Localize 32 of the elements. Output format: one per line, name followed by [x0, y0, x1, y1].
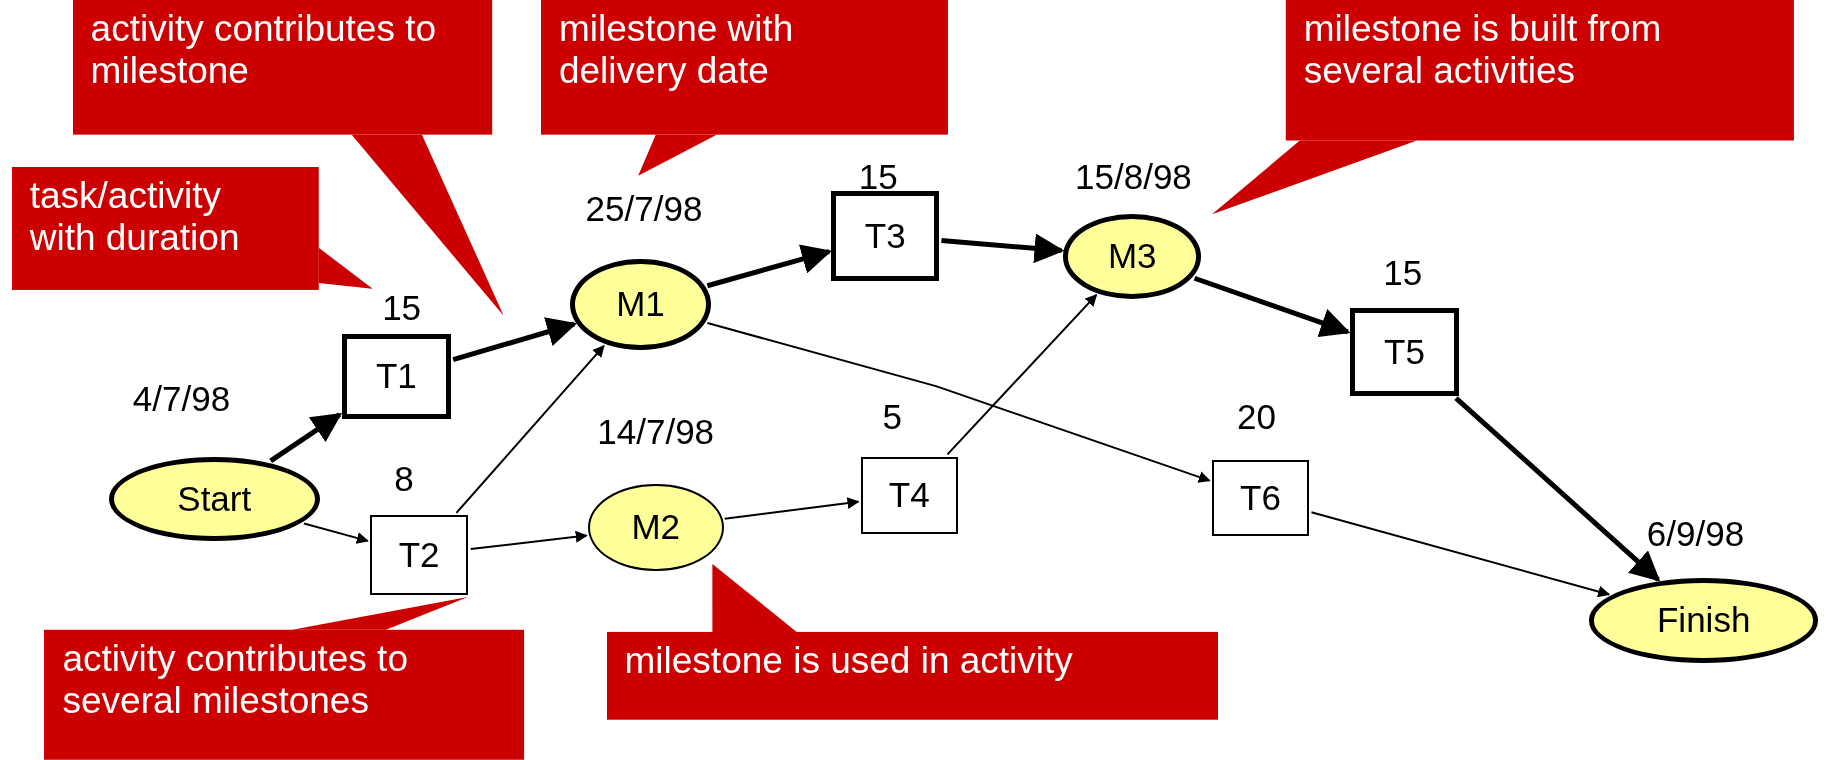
duration-label: 5: [882, 398, 902, 434]
duration-label: 15: [1383, 254, 1423, 290]
duration-label: 15: [382, 289, 422, 325]
task-box: T4: [860, 456, 958, 534]
milestone-ellipse: M3: [1063, 214, 1202, 299]
arrow: [469, 530, 588, 550]
task-box: T5: [1350, 307, 1459, 396]
arrow: [452, 317, 578, 363]
duration-label: 20: [1236, 398, 1276, 434]
milestone-ellipse: Finish: [1588, 578, 1819, 663]
arrow: [1193, 275, 1351, 338]
task-box: T6: [1211, 460, 1310, 537]
date-label: 4/7/98: [132, 380, 231, 416]
date-label: 15/8/98: [1075, 158, 1192, 194]
arrow: [941, 233, 1065, 264]
date-label: 25/7/98: [585, 190, 703, 226]
arrow: [303, 522, 369, 544]
date-label: 14/7/98: [597, 413, 715, 449]
date-label: 6/9/98: [1646, 515, 1745, 551]
arrow: [1310, 511, 1611, 598]
arrow: [946, 293, 1098, 456]
duration-label: 8: [394, 460, 414, 496]
milestone-ellipse: M2: [587, 483, 724, 572]
milestone-ellipse: M1: [570, 258, 711, 351]
arrow: [455, 344, 605, 514]
milestone-ellipse: Start: [108, 456, 320, 541]
task-box: T3: [831, 190, 940, 281]
task-box: T1: [341, 333, 451, 420]
task-box: T2: [370, 515, 469, 595]
arrow: [706, 321, 1211, 483]
arrow: [706, 244, 832, 289]
arrow: [723, 497, 860, 520]
